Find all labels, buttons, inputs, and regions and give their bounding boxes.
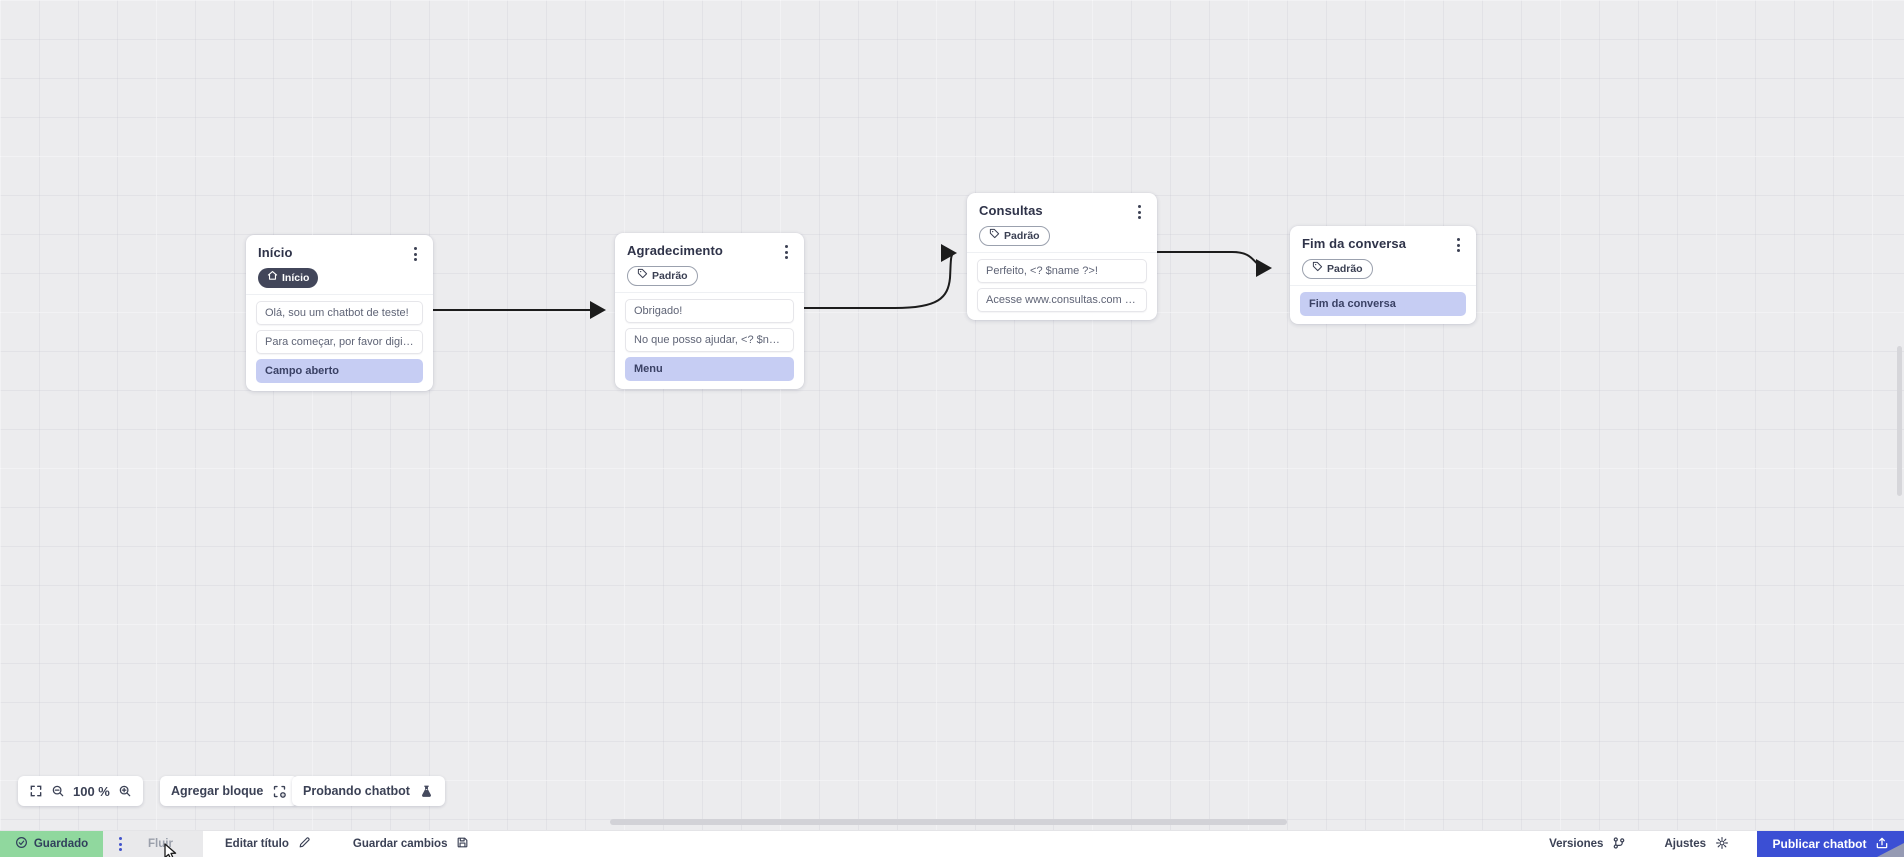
tag-icon (1312, 259, 1323, 279)
horizontal-scrollbar[interactable] (610, 819, 1287, 825)
node-menu-button[interactable] (1453, 236, 1464, 254)
node-type-badge: Padrão (627, 266, 698, 286)
zoom-out-icon[interactable] (51, 784, 65, 798)
node-menu-button[interactable] (1134, 203, 1145, 221)
add-block-button[interactable]: Agregar bloque (160, 776, 299, 806)
status-bar: Guardado Fluir Editar título Guardar cam… (0, 830, 1904, 857)
add-block-icon (272, 784, 287, 799)
node-divider (1290, 285, 1476, 286)
flow-node-agradecimento[interactable]: Agradecimento Padrão Obrigado! No que po… (615, 233, 804, 389)
fit-screen-icon[interactable] (29, 784, 43, 798)
connection-layer (433, 244, 1272, 319)
node-divider (615, 292, 804, 293)
test-chatbot-button[interactable]: Probando chatbot (292, 776, 445, 806)
message-bubble[interactable]: Obrigado! (625, 299, 794, 323)
zoom-level: 100 % (73, 783, 110, 799)
settings-button[interactable]: Ajustes (1664, 836, 1729, 853)
connection-agradecimento-consultas (804, 244, 957, 309)
save-changes-button[interactable]: Guardar cambios (353, 836, 470, 852)
save-icon (456, 836, 469, 852)
node-type-badge: Padrão (1302, 259, 1373, 279)
publish-icon (1875, 836, 1889, 853)
node-title: Consultas (979, 203, 1043, 218)
flow-menu-button[interactable] (115, 835, 126, 853)
node-title: Início (258, 245, 293, 260)
pencil-icon (298, 836, 311, 852)
tag-icon (989, 226, 1000, 246)
versions-button[interactable]: Versiones (1549, 836, 1626, 853)
node-title: Agradecimento (627, 243, 723, 258)
branch-icon (1612, 836, 1626, 853)
edit-title-button[interactable]: Editar título (225, 836, 311, 852)
flow-node-consultas[interactable]: Consultas Padrão Perfeito, <? $name ?>! … (967, 193, 1157, 320)
publish-chatbot-button[interactable]: Publicar chatbot (1757, 831, 1904, 857)
node-type-badge: Padrão (979, 226, 1050, 246)
flow-node-fim[interactable]: Fim da conversa Padrão Fim da conversa (1290, 226, 1476, 324)
gear-icon (1715, 836, 1729, 853)
node-menu-button[interactable] (410, 245, 421, 263)
tag-icon (637, 266, 648, 286)
flow-node-inicio[interactable]: Início Início Olá, sou um chatbot de tes… (246, 235, 433, 391)
flow-tab[interactable]: Fluir (103, 831, 203, 857)
flask-icon (419, 784, 434, 799)
message-bubble[interactable]: Para começar, por favor digite o ... (256, 330, 423, 354)
node-type-badge: Início (258, 268, 319, 288)
node-divider (246, 294, 433, 295)
home-icon (267, 268, 278, 288)
message-bubble[interactable]: Acesse www.consultas.com par... (977, 288, 1147, 312)
node-title: Fim da conversa (1302, 236, 1407, 251)
node-menu-button[interactable] (781, 243, 792, 261)
input-action-row[interactable]: Menu (625, 357, 794, 381)
end-conversation-row[interactable]: Fim da conversa (1300, 292, 1466, 316)
saved-status-badge: Guardado (0, 831, 103, 857)
node-divider (967, 252, 1157, 253)
message-bubble[interactable]: Olá, sou um chatbot de teste! (256, 301, 423, 325)
zoom-in-icon[interactable] (118, 784, 132, 798)
connection-consultas-fim (1157, 251, 1272, 277)
zoom-toolbar: 100 % (18, 776, 143, 806)
message-bubble[interactable]: No que posso ajudar, <? $name ... (625, 328, 794, 352)
message-bubble[interactable]: Perfeito, <? $name ?>! (977, 259, 1147, 283)
input-action-row[interactable]: Campo aberto (256, 359, 423, 383)
vertical-scrollbar[interactable] (1897, 346, 1902, 496)
check-circle-icon (15, 836, 28, 852)
